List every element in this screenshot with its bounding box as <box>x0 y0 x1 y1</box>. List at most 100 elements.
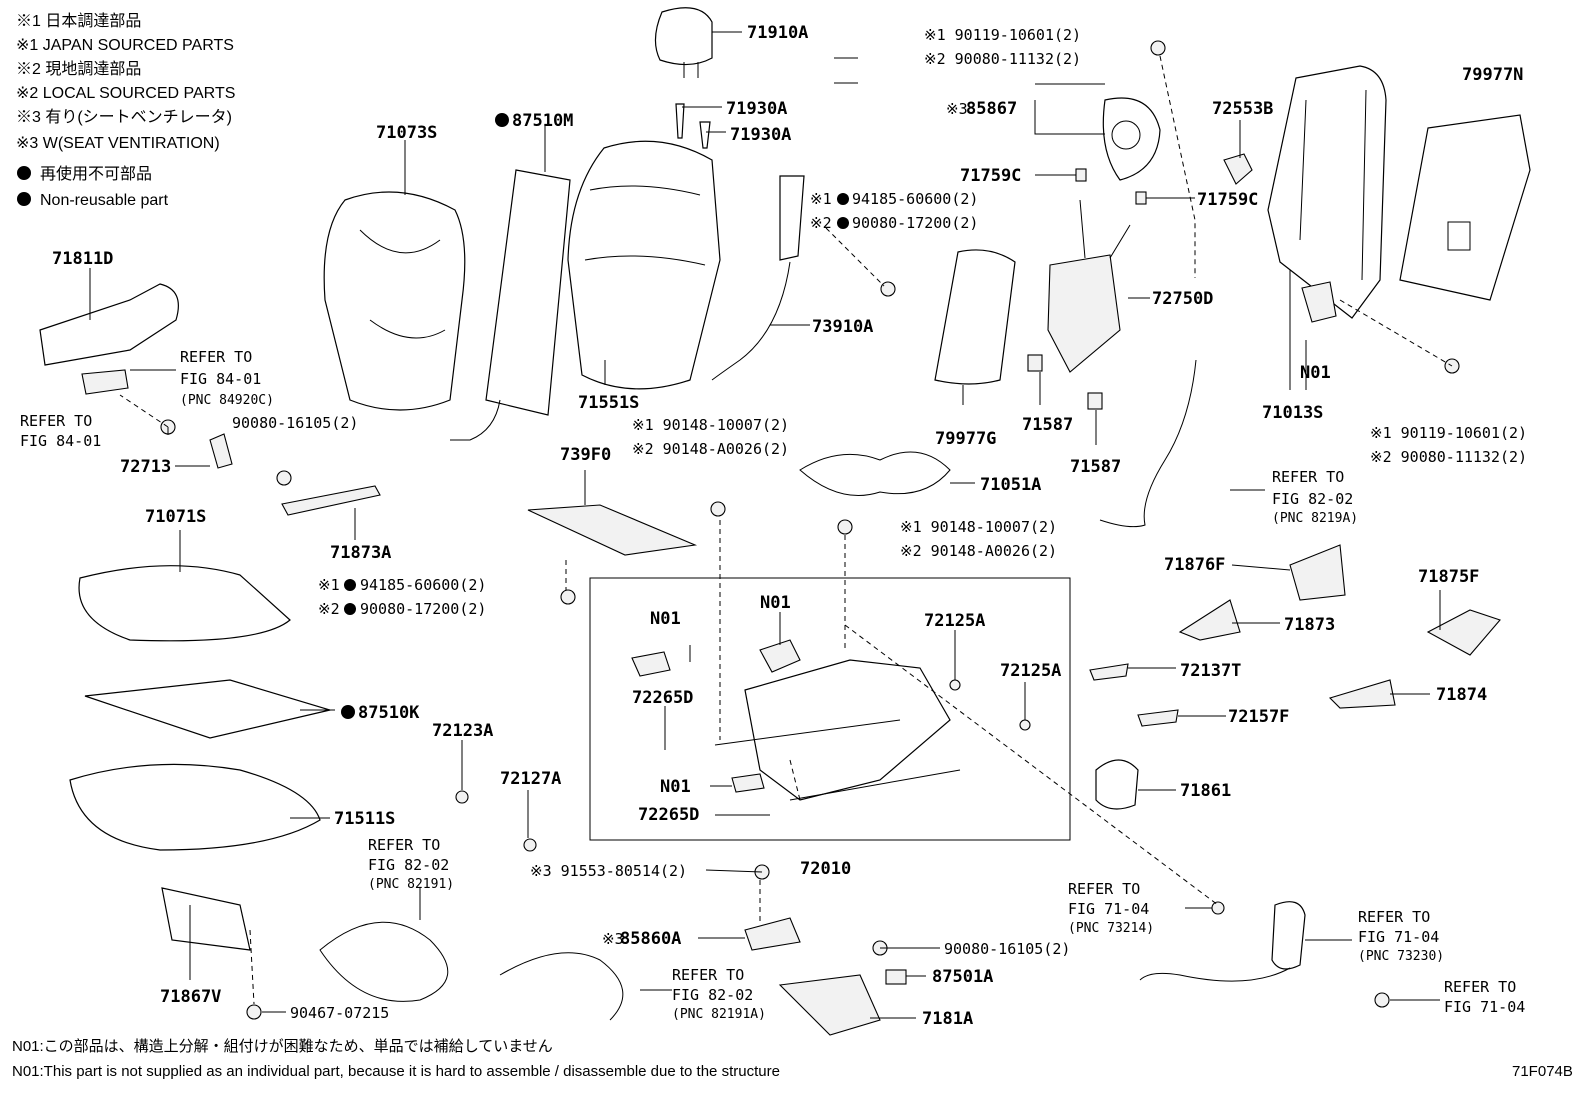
fastener-label: ※1 90148-10007(2) <box>632 416 789 434</box>
side-shield-shape <box>39 283 179 366</box>
clip-shape <box>1223 153 1253 185</box>
part-label: 72010 <box>800 859 851 879</box>
seatback-board-rear-shape <box>1399 114 1531 301</box>
fastener-label: ※3 91553-80514(2) <box>530 862 687 880</box>
refer-label: (PNC 8219A) <box>1272 511 1358 526</box>
cover-shape <box>1178 599 1241 641</box>
wire-harness-shape <box>319 921 449 1002</box>
lumbar-unit-shape <box>1047 254 1121 373</box>
part-label: 72125A <box>924 611 985 631</box>
footer-notes: N01:この部品は、構造上分解・組付けが困難なため、単品では補給していません N… <box>12 1038 1573 1080</box>
part-label: 72127A <box>500 769 561 789</box>
variant-mark: ※1 <box>810 190 832 208</box>
part-label: 71511S <box>334 809 395 829</box>
refer-label: REFER TO <box>1068 880 1140 898</box>
illustration-code: 71F074B <box>1512 1063 1573 1080</box>
fastener-label: 94185-60600(2) <box>360 576 486 594</box>
variant-mark: ※3 <box>602 930 624 948</box>
fastener-label: ※1 90119-10601(2) <box>924 26 1081 44</box>
part-label: N01 <box>650 609 681 629</box>
refer-label: FIG 71-04 <box>1358 928 1439 946</box>
headrest-shape <box>654 7 713 66</box>
part-label: 85867 <box>966 99 1017 119</box>
clip-icon <box>246 1004 262 1020</box>
part-label: 71551S <box>578 393 639 413</box>
clip-shape <box>1075 168 1087 182</box>
ventilation-fan-shape <box>1102 97 1161 181</box>
cover-strip-shape <box>281 485 381 516</box>
legend-line-5: ※3 有り(シートベンチレータ) <box>16 108 232 126</box>
legend-line-7: 再使用不可部品 <box>40 165 152 183</box>
part-label: 72265D <box>638 805 699 825</box>
legend-line-3: ※2 現地調達部品 <box>16 60 141 78</box>
part-label: 72137T <box>1180 661 1241 681</box>
part-label: 72553B <box>1212 99 1273 119</box>
legend-line-8: Non-reusable part <box>40 192 169 209</box>
non-reusable-bullet-icon <box>17 166 31 180</box>
refer-label: (PNC 82191A) <box>672 1007 766 1022</box>
refer-label: FIG 84-01 <box>20 432 101 450</box>
part-label: 71873 <box>1284 615 1335 635</box>
refer-label: FIG 84-01 <box>180 370 261 388</box>
refer-label: FIG 82-02 <box>672 986 753 1004</box>
clip-icon <box>1019 719 1031 731</box>
fastener-label: 90080-16105(2) <box>944 940 1070 958</box>
switch-base-shape <box>778 974 881 1036</box>
part-label: 71587 <box>1022 415 1073 435</box>
part-label: 72157F <box>1228 707 1289 727</box>
part-label: 87501A <box>932 967 993 987</box>
part-label: 73910A <box>812 317 873 337</box>
cover-shape <box>1289 544 1346 601</box>
non-reusable-bullet-icon <box>495 113 509 127</box>
seat-track-group-box <box>589 577 1071 841</box>
refer-label: REFER TO <box>1358 908 1430 926</box>
part-label: 87510M <box>512 111 573 131</box>
part-label: 71073S <box>376 123 437 143</box>
refer-label: FIG 82-02 <box>368 856 449 874</box>
part-label: 71910A <box>747 23 808 43</box>
part-label: 71051A <box>980 475 1041 495</box>
refer-label: REFER TO <box>1272 468 1344 486</box>
part-label: 71587 <box>1070 457 1121 477</box>
cap-shape <box>1089 663 1129 681</box>
fastener-label: 90080-17200(2) <box>360 600 486 618</box>
grommet-icon <box>1211 901 1225 915</box>
fastener-label: 90467-07215 <box>290 1004 389 1022</box>
part-label: 87510K <box>358 703 420 723</box>
part-label: 72125A <box>1000 661 1061 681</box>
part-label: 71759C <box>960 166 1021 186</box>
part-label: 71876F <box>1164 555 1225 575</box>
part-label: N01 <box>760 593 791 613</box>
variant-mark: ※2 <box>810 214 832 232</box>
refer-label: FIG 71-04 <box>1068 900 1149 918</box>
part-label: 71930A <box>726 99 787 119</box>
nut-icon <box>880 281 896 297</box>
part-label: 71930A <box>730 125 791 145</box>
cushion-pad-shape <box>69 763 321 851</box>
clip-icon <box>455 790 469 804</box>
bolt-icon <box>710 501 726 517</box>
cap-shape <box>1137 709 1179 727</box>
motor-shape <box>1301 281 1337 323</box>
part-label: 72123A <box>432 721 493 741</box>
nut-icon <box>560 589 576 605</box>
footnote-en: N01:This part is not supplied as an indi… <box>12 1063 780 1080</box>
seatback-frame-pad-shape <box>567 140 721 390</box>
ventilation-unit-shape <box>744 917 801 951</box>
refer-label: FIG 71-04 <box>1444 998 1525 1016</box>
part-label: 71875F <box>1418 567 1479 587</box>
part-label: 72265D <box>632 688 693 708</box>
part-label: 72713 <box>120 457 171 477</box>
clip-shape <box>1135 191 1147 205</box>
seatback-board-shape <box>527 504 698 556</box>
refer-label: REFER TO <box>368 836 440 854</box>
fastener-label: 90080-16105(2) <box>232 414 358 432</box>
dashed-guides <box>119 55 1453 1005</box>
part-label: 71867V <box>160 987 221 1007</box>
switch-shape <box>1271 901 1306 970</box>
motor-shape <box>631 651 671 677</box>
fastener-label: 90080-17200(2) <box>852 214 978 232</box>
fastener-label: ※1 90119-10601(2) <box>1370 424 1527 442</box>
bracket-shape <box>209 433 233 469</box>
part-label: 71013S <box>1262 403 1323 423</box>
